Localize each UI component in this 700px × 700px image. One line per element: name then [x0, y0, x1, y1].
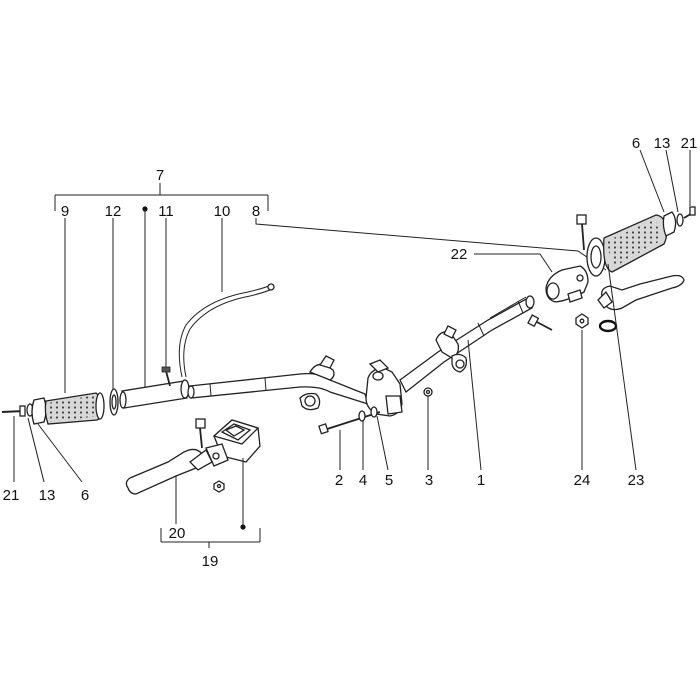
label-13-left: 13 — [39, 487, 56, 504]
label-21-top: 21 — [681, 135, 698, 152]
label-6-top: 6 — [632, 135, 640, 152]
label-24: 24 — [574, 472, 591, 489]
label-5: 5 — [385, 472, 393, 489]
label-23: 23 — [628, 472, 645, 489]
center-bolt-assembly — [318, 339, 482, 471]
label-9: 9 — [61, 203, 69, 220]
label-21-left: 21 — [3, 487, 20, 504]
callout-labels: 7 9 12 11 10 8 6 13 21 22 21 13 6 2 4 5 … — [3, 135, 698, 570]
label-13-top: 13 — [654, 135, 671, 152]
label-20: 20 — [169, 525, 186, 542]
label-1: 1 — [477, 472, 485, 489]
label-7: 7 — [156, 167, 164, 184]
label-4: 4 — [359, 472, 367, 489]
brake-master-cylinder-assembly — [125, 418, 261, 548]
label-8: 8 — [252, 203, 260, 220]
right-grip-assembly — [474, 149, 696, 471]
label-19: 19 — [202, 553, 219, 570]
label-10: 10 — [214, 203, 231, 220]
label-12: 12 — [105, 203, 122, 220]
label-3: 3 — [425, 472, 433, 489]
left-grip-assembly — [1, 283, 275, 425]
label-22: 22 — [451, 246, 468, 263]
label-6-left: 6 — [81, 487, 89, 504]
bracket-group-7 — [54, 183, 269, 211]
label-11: 11 — [158, 203, 174, 220]
leader-lines-bottom-left — [13, 416, 83, 483]
handlebar-tube — [187, 295, 535, 417]
label-2: 2 — [335, 472, 343, 489]
